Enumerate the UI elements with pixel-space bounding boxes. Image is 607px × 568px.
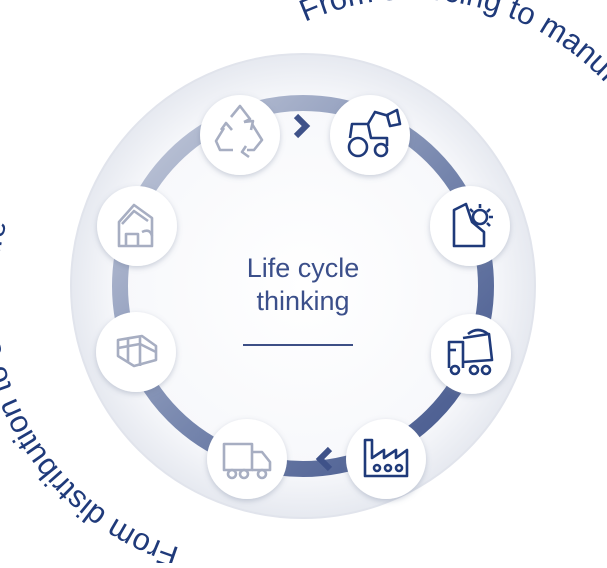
center-title: Life cycle thinking bbox=[203, 252, 403, 318]
center-title-line1: Life cycle bbox=[246, 253, 360, 283]
recycle-icon bbox=[214, 104, 264, 159]
node-mining bbox=[430, 186, 510, 266]
center-title-line2: thinking bbox=[256, 286, 350, 316]
node-recycle bbox=[200, 95, 280, 175]
node-tractor bbox=[330, 95, 410, 175]
cycle-ring bbox=[112, 95, 494, 477]
node-building-materials bbox=[96, 312, 176, 392]
mining-icon bbox=[452, 202, 493, 248]
node-delivery-truck bbox=[207, 419, 287, 499]
chevron-top-icon bbox=[293, 113, 311, 139]
factory-icon bbox=[363, 438, 409, 478]
node-house bbox=[97, 186, 177, 266]
chevron-bottom-icon bbox=[315, 446, 333, 472]
node-dump-truck bbox=[431, 314, 511, 394]
dump-truck-icon bbox=[447, 328, 494, 376]
delivery-truck-icon bbox=[222, 442, 272, 480]
tractor-icon bbox=[347, 108, 402, 158]
house-icon bbox=[117, 203, 154, 248]
building-materials-icon bbox=[116, 334, 158, 368]
node-factory bbox=[346, 419, 426, 499]
outer-disc bbox=[70, 53, 536, 519]
center-divider bbox=[243, 344, 353, 346]
